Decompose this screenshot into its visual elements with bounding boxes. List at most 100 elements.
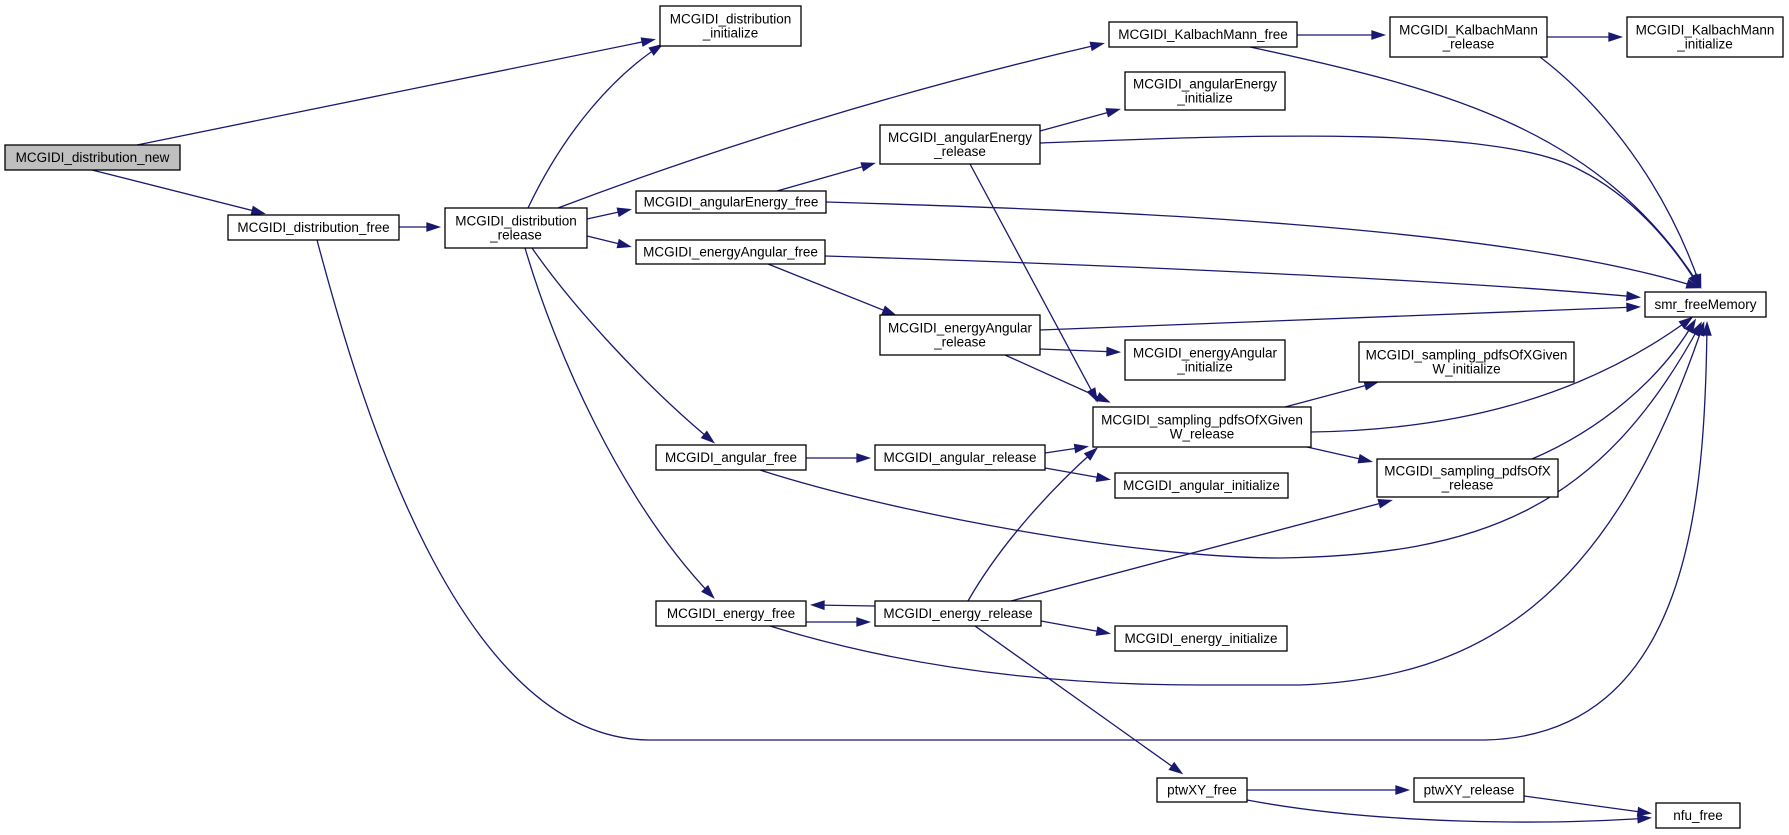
node-label: MCGIDI_distribution_free xyxy=(237,220,389,235)
node-box xyxy=(444,207,588,249)
call-edge-dist_free-to-dist_rel xyxy=(399,222,442,232)
call-edge-ang_rel-to-pdfsW_rel xyxy=(1044,443,1090,454)
arrowhead-icon xyxy=(1371,30,1387,40)
function-node-en-free[interactable]: MCGIDI_energy_free xyxy=(655,600,807,627)
node-label: _release xyxy=(1442,37,1495,52)
call-edge-ae_rel-to-pdfsW_rel xyxy=(969,163,1098,403)
arrowhead-icon xyxy=(1637,813,1653,824)
node-label: nfu_free xyxy=(1673,808,1723,823)
call-edge-dist_rel-to-en_free xyxy=(524,247,715,599)
node-label: MCGIDI_angular_free xyxy=(665,450,797,465)
function-node-ptw-free[interactable]: ptwXY_free xyxy=(1156,777,1248,803)
node-box xyxy=(1655,802,1741,829)
function-node-km-rel[interactable]: MCGIDI_KalbachMann_release xyxy=(1389,16,1548,58)
node-label: W_initialize xyxy=(1432,362,1500,377)
function-node-ae-init[interactable]: MCGIDI_angularEnergy_initialize xyxy=(1124,71,1286,111)
function-node-km-free[interactable]: MCGIDI_KalbachMann_free xyxy=(1108,21,1298,48)
function-node-nfu[interactable]: nfu_free xyxy=(1655,802,1741,829)
node-box xyxy=(635,239,826,265)
call-edge-pdfsW_rel-to-pdfsX_rel xyxy=(1306,446,1373,464)
call-edge-ang_rel-to-ang_init xyxy=(1044,467,1111,482)
call-edge-km_free-to-km_rel xyxy=(1297,30,1387,40)
node-label: MCGIDI_KalbachMann xyxy=(1636,23,1775,38)
call-edge-ae_rel-to-smr xyxy=(1039,135,1701,289)
node-box xyxy=(1156,777,1248,803)
call-edge-ptw_free-to-nfu xyxy=(1246,799,1653,824)
arrowhead-icon xyxy=(1694,321,1705,337)
node-label: MCGIDI_energyAngular_free xyxy=(643,245,818,260)
arrowhead-icon xyxy=(1089,41,1105,52)
function-node-ae-rel[interactable]: MCGIDI_angularEnergy_release xyxy=(879,124,1041,165)
node-label: _release xyxy=(489,228,542,243)
node-box xyxy=(874,444,1046,471)
node-box xyxy=(1114,472,1289,499)
function-node-dist-rel[interactable]: MCGIDI_distribution_release xyxy=(444,207,588,249)
node-box xyxy=(1413,777,1525,803)
arrowhead-icon xyxy=(1168,761,1184,775)
node-label: MCGIDI_energy_initialize xyxy=(1124,631,1277,646)
node-box xyxy=(1644,291,1767,318)
call-edge-dist_new-to-dist_free xyxy=(91,169,266,216)
function-node-ea-rel[interactable]: MCGIDI_energyAngular_release xyxy=(879,314,1041,356)
node-label: MCGIDI_energyAngular xyxy=(1133,346,1278,361)
call-edge-pdfsW_rel-to-pdfsW_init xyxy=(1284,381,1379,408)
function-node-en-rel[interactable]: MCGIDI_energy_release xyxy=(874,600,1042,627)
node-label: MCGIDI_distribution xyxy=(670,12,792,27)
node-label: ptwXY_free xyxy=(1167,783,1237,798)
call-edge-pdfsX_rel-to-smr xyxy=(1531,318,1697,460)
function-node-ptw-rel[interactable]: ptwXY_release xyxy=(1413,777,1525,803)
arrowhead-icon xyxy=(426,222,442,232)
node-label: MCGIDI_KalbachMann_free xyxy=(1118,27,1288,42)
node-box xyxy=(655,600,807,627)
node-label: MCGIDI_angular_initialize xyxy=(1123,478,1280,493)
node-box xyxy=(1626,16,1784,58)
function-node-ea-init[interactable]: MCGIDI_energyAngular_initialize xyxy=(1124,339,1286,381)
node-label: _release xyxy=(933,144,986,159)
function-node-ang-rel[interactable]: MCGIDI_angular_release xyxy=(874,444,1046,471)
call-edge-ea_free-to-ea_rel xyxy=(767,263,897,316)
function-node-ang-free[interactable]: MCGIDI_angular_free xyxy=(655,444,807,471)
call-edge-ea_rel-to-ea_init xyxy=(1039,346,1122,357)
arrowhead-icon xyxy=(1626,302,1642,313)
function-node-ang-init[interactable]: MCGIDI_angular_initialize xyxy=(1114,472,1289,499)
arrowhead-icon xyxy=(1363,381,1379,391)
node-label: MCGIDI_distribution xyxy=(455,214,577,229)
node-box xyxy=(879,124,1041,165)
node-box xyxy=(1376,458,1559,498)
node-box xyxy=(1389,16,1548,58)
call-edge-km_rel-to-km_init xyxy=(1547,32,1624,42)
function-node-ae-free[interactable]: MCGIDI_angularEnergy_free xyxy=(635,190,827,214)
function-node-smr[interactable]: smr_freeMemory xyxy=(1644,291,1767,318)
arrowhead-icon xyxy=(616,207,632,218)
function-node-dist-init[interactable]: MCGIDI_distribution_initialize xyxy=(659,5,802,47)
node-label: smr_freeMemory xyxy=(1654,297,1756,312)
function-node-dist-new[interactable]: MCGIDI_distribution_new xyxy=(4,144,181,171)
function-node-en-init[interactable]: MCGIDI_energy_initialize xyxy=(1114,625,1288,652)
function-node-dist-free[interactable]: MCGIDI_distribution_free xyxy=(227,214,400,241)
call-edge-ae_free-to-ae_rel xyxy=(776,162,876,192)
call-edge-km_free-to-smr xyxy=(1249,46,1702,289)
function-node-ea-free[interactable]: MCGIDI_energyAngular_free xyxy=(635,239,826,265)
node-box xyxy=(1124,339,1286,381)
call-edge-dist_rel-to-dist_init xyxy=(527,43,664,209)
call-edge-ang_free-to-ang_rel xyxy=(806,453,872,463)
function-node-km-init[interactable]: MCGIDI_KalbachMann_initialize xyxy=(1626,16,1784,58)
node-label: MCGIDI_energyAngular xyxy=(888,321,1033,336)
node-box xyxy=(1124,71,1286,111)
node-label: _initialize xyxy=(1176,360,1233,375)
arrowhead-icon xyxy=(809,600,825,611)
arrowhead-icon xyxy=(860,162,876,172)
arrowhead-icon xyxy=(1095,392,1111,403)
call-edge-ptw_rel-to-nfu xyxy=(1523,795,1653,817)
node-label: _release xyxy=(933,335,986,350)
function-node-pdfsX-rel[interactable]: MCGIDI_sampling_pdfsOfX_release xyxy=(1376,458,1559,498)
arrowhead-icon xyxy=(1095,626,1111,636)
node-label: _initialize xyxy=(1676,37,1733,52)
node-box xyxy=(227,214,400,241)
node-label: MCGIDI_sampling_pdfsOfX xyxy=(1384,464,1551,479)
call-edge-en_rel-to-pdfsX_rel xyxy=(1010,498,1393,602)
arrowhead-icon xyxy=(856,617,872,627)
